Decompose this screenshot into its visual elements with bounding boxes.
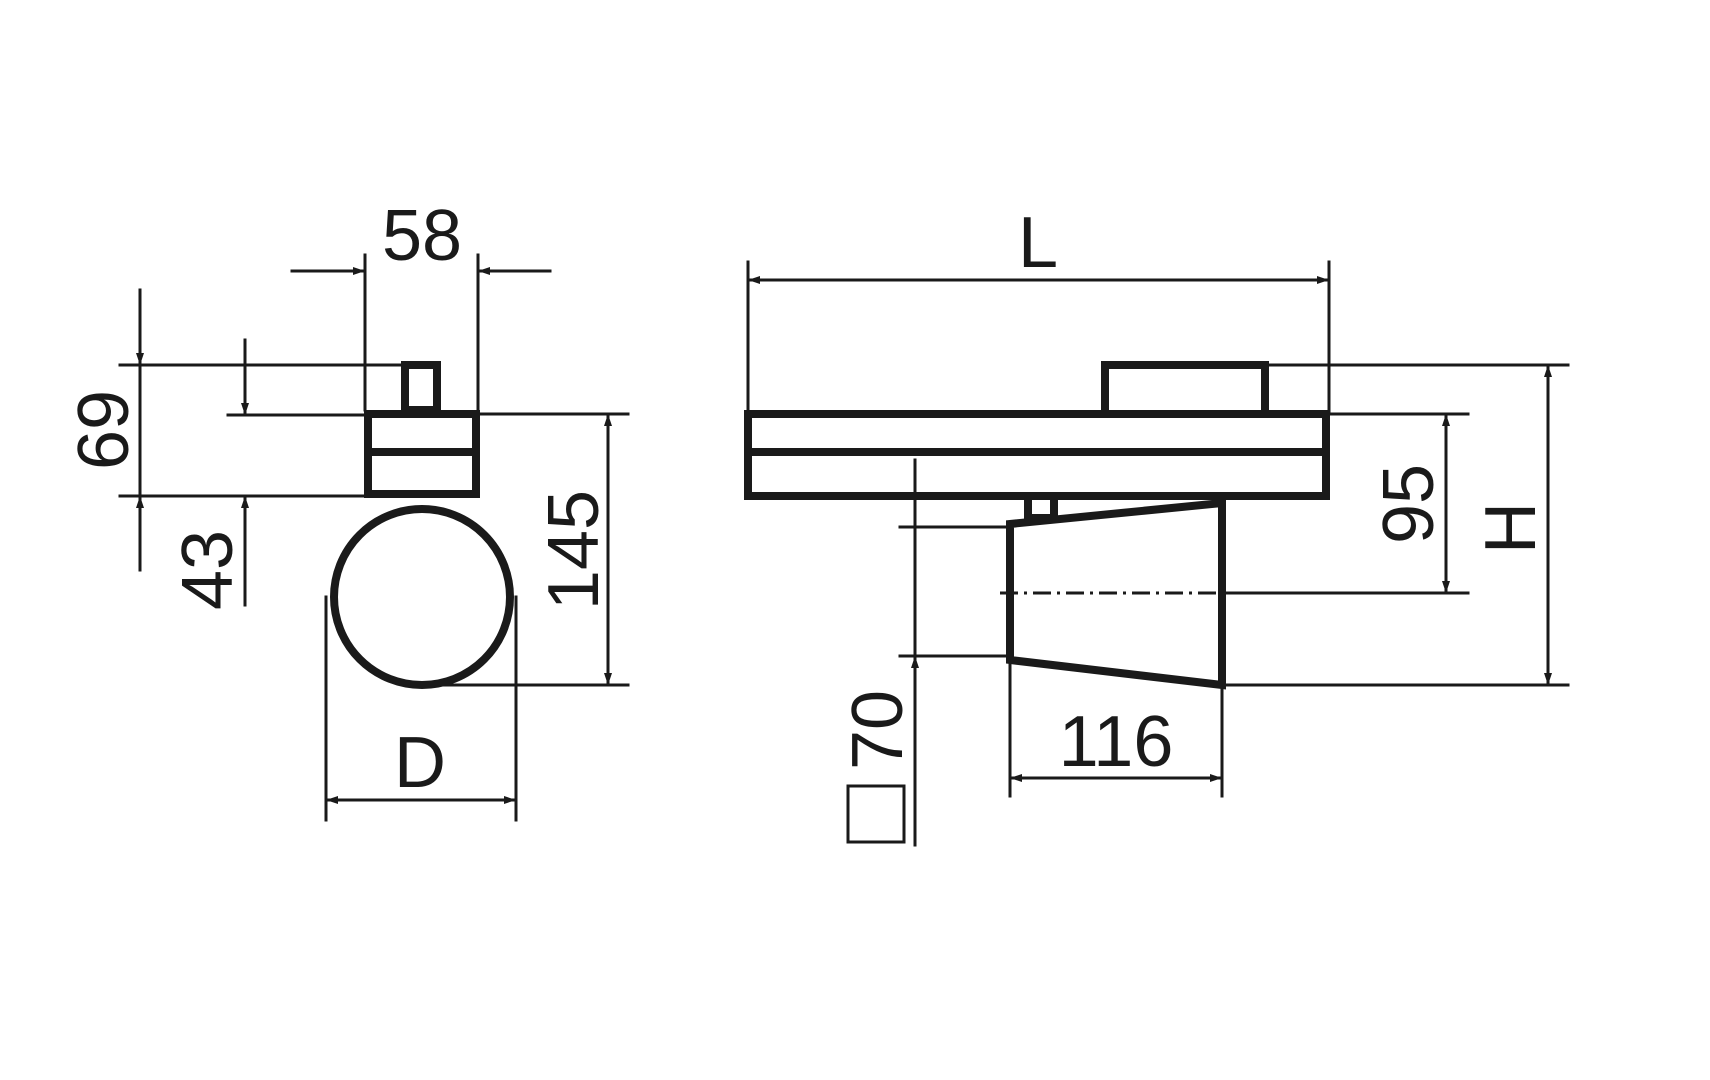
side-lamp-body (330, 505, 514, 689)
dim-95-label: 95 (1369, 464, 1449, 544)
front-connector (1024, 492, 1058, 522)
dim-d-label: D (394, 723, 446, 803)
dim-l-label: L (1018, 203, 1058, 283)
side-view: 58 69 43 145 D (64, 196, 630, 822)
dim-43-label: 43 (168, 530, 248, 610)
side-pin (401, 361, 441, 414)
front-adapter (1101, 361, 1269, 418)
dim-h-label: H (1471, 502, 1551, 554)
dim-70-label: 70 (838, 690, 918, 770)
front-view: L 95 H 116 70 (744, 203, 1570, 847)
dim-116-label: 116 (1059, 702, 1174, 782)
dim-145-label: 145 (534, 490, 614, 610)
dim-69-label: 69 (64, 390, 144, 470)
dim-58-label: 58 (382, 196, 462, 276)
square-symbol (846, 784, 906, 844)
